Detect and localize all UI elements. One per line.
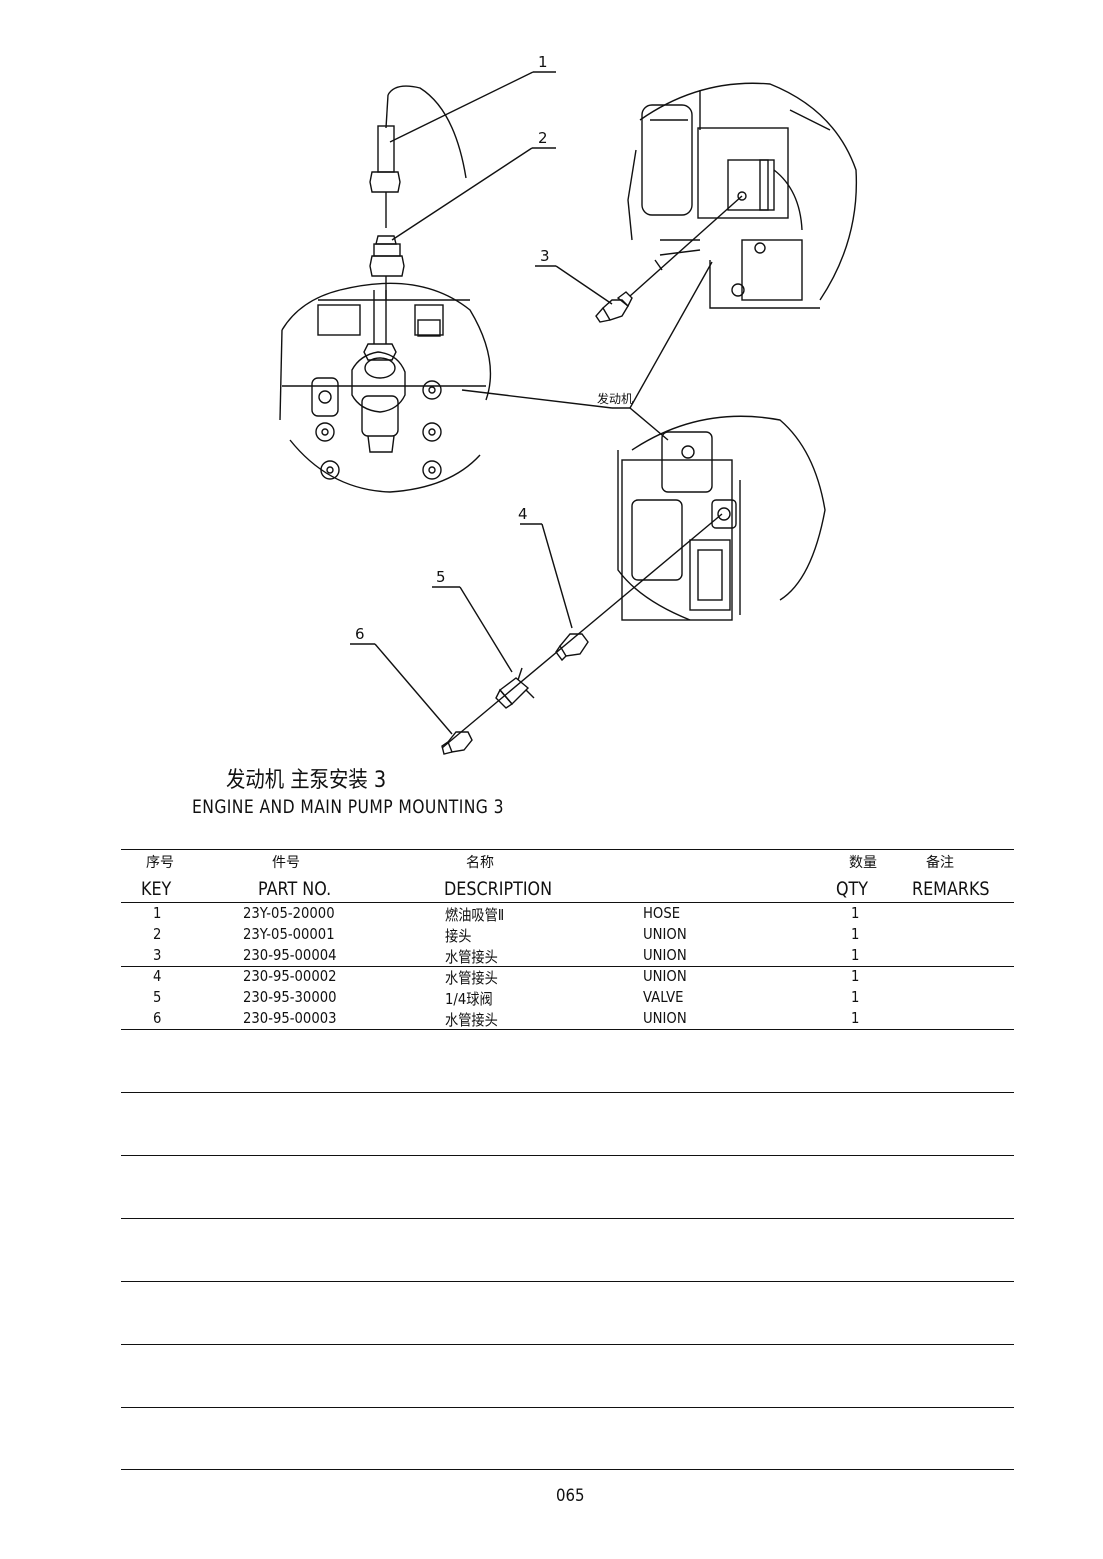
page-number: 065 — [556, 1486, 585, 1506]
row-desc-en: VALVE — [643, 988, 684, 1006]
row-key: 1 — [153, 904, 162, 922]
row-part-no: 23Y-05-20000 — [243, 904, 335, 922]
header-key-cn: 序号 — [146, 855, 174, 871]
row-qty: 1 — [851, 988, 860, 1006]
callout-number: 5 — [436, 568, 446, 586]
row-desc-cn: 水管接头 — [445, 948, 498, 966]
engine-label-leaders — [461, 261, 713, 441]
row-key: 3 — [153, 946, 162, 964]
row-qty: 1 — [851, 967, 860, 985]
table-top-rule — [121, 849, 1014, 850]
union-part-4 — [555, 633, 589, 662]
union-part-2 — [369, 235, 405, 300]
row-desc-cn: 水管接头 — [445, 1011, 498, 1029]
page-title-en: ENGINE AND MAIN PUMP MOUNTING 3 — [192, 796, 504, 818]
table-row-rule — [121, 1029, 1014, 1030]
hose-part — [369, 85, 467, 228]
callout-number: 2 — [538, 129, 548, 147]
table-row-rule — [121, 1218, 1014, 1219]
callout-1-leader — [389, 71, 556, 143]
row-desc-en: UNION — [643, 925, 687, 943]
header-qty: QTY — [836, 878, 869, 900]
table-row-rule — [121, 1155, 1014, 1156]
assembly-axis — [441, 513, 723, 749]
callout-2-leader — [391, 147, 556, 241]
table-group-rule — [121, 966, 1014, 967]
table-bottom-rule — [121, 1469, 1014, 1470]
table-row-rule — [121, 1407, 1014, 1408]
header-key: KEY — [141, 878, 172, 900]
row-desc-en: UNION — [643, 1009, 687, 1027]
row-desc-cn: 燃油吸管Ⅱ — [445, 906, 505, 924]
callout-number: 6 — [355, 625, 365, 643]
engine-label: 发动机 — [597, 392, 634, 406]
header-remarks: REMARKS — [912, 878, 990, 900]
valve-part-5 — [495, 667, 535, 709]
row-key: 4 — [153, 967, 162, 985]
header-description-cn: 名称 — [466, 855, 494, 871]
callout-3-leader — [535, 195, 743, 305]
row-desc-en: HOSE — [643, 904, 681, 922]
callout-5-leader — [432, 586, 513, 673]
row-desc-cn: 接头 — [445, 927, 472, 945]
engine-upper-detail — [627, 82, 858, 309]
row-key: 2 — [153, 925, 162, 943]
table-row-rule — [121, 1092, 1014, 1093]
row-qty: 1 — [851, 925, 860, 943]
row-part-no: 23Y-05-00001 — [243, 925, 335, 943]
header-qty-cn: 数量 — [849, 855, 877, 871]
row-desc-en: UNION — [643, 967, 687, 985]
callout-6-leader — [350, 643, 453, 735]
row-qty: 1 — [851, 946, 860, 964]
header-description: DESCRIPTION — [444, 878, 553, 900]
union-part-3 — [595, 291, 633, 323]
header-partno-cn: 件号 — [272, 855, 300, 871]
table-row-rule — [121, 1344, 1014, 1345]
parts-diagram — [279, 71, 858, 755]
row-part-no: 230-95-00003 — [243, 1009, 337, 1027]
engine-lower-detail — [617, 415, 826, 621]
union-part-6 — [441, 731, 473, 755]
row-desc-en: UNION — [643, 946, 687, 964]
row-part-no: 230-95-00002 — [243, 967, 337, 985]
callout-number: 4 — [518, 505, 528, 523]
row-key: 5 — [153, 988, 162, 1006]
header-remarks-cn: 备注 — [926, 855, 954, 871]
callout-number: 3 — [540, 247, 550, 265]
table-row-rule — [121, 1281, 1014, 1282]
row-part-no: 230-95-30000 — [243, 988, 337, 1006]
row-desc-cn: 水管接头 — [445, 969, 498, 987]
row-qty: 1 — [851, 1009, 860, 1027]
pump-detail-view — [279, 282, 492, 493]
header-partno: PART NO. — [258, 878, 332, 900]
callout-4-leader — [520, 523, 573, 629]
row-qty: 1 — [851, 904, 860, 922]
table-header-rule — [121, 902, 1014, 903]
page-title-cn: 发动机 主泵安装 3 — [226, 768, 387, 793]
row-key: 6 — [153, 1009, 162, 1027]
callout-number: 1 — [538, 53, 548, 71]
row-part-no: 230-95-00004 — [243, 946, 337, 964]
row-desc-cn: 1/4球阀 — [445, 990, 493, 1008]
